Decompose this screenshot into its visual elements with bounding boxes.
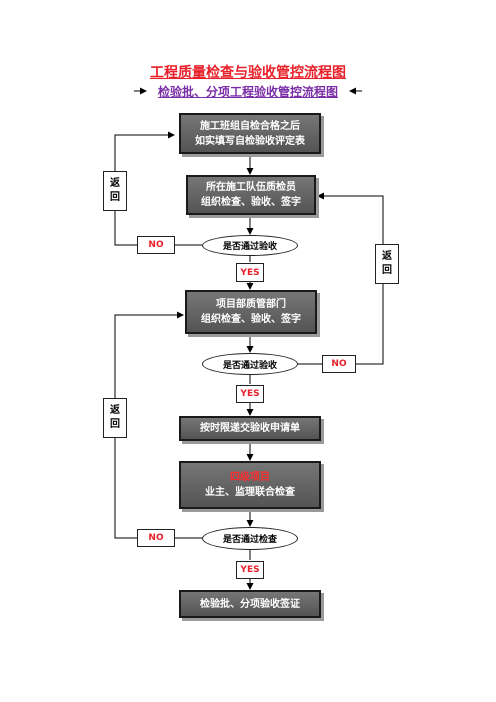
step-final-signoff: 检验批、分项验收签证: [179, 590, 321, 618]
step-joint-inspection-line2: 业主、监理联合检查: [205, 487, 295, 498]
step-joint-inspection: 四级项目 业主、监理联合检查: [179, 461, 321, 509]
no-label-2: NO: [322, 355, 356, 373]
return-label-3: 返 回: [103, 398, 127, 438]
no-label-1: NO: [137, 236, 175, 254]
step-final-signoff-line1: 检验批、分项验收签证: [200, 598, 300, 610]
return-label-3-bottom: 回: [110, 419, 120, 430]
page-title: 工程质量检查与验收管控流程图: [150, 65, 346, 81]
yes-label-2: YES: [236, 385, 264, 403]
return-label-1: 返 回: [103, 171, 127, 211]
return-label-1-top: 返: [110, 178, 120, 189]
step-joint-inspection-line1: 四级项目: [230, 472, 270, 483]
yes-label-1: YES: [236, 263, 264, 282]
step-self-inspection: 施工班组自检合格之后 如实填写自检验收评定表: [179, 113, 321, 154]
step-submit-application: 按时限递交验收申请单: [179, 416, 321, 441]
step-project-quality-dept: 项目部质管部门 组织检查、验收、签字: [185, 290, 317, 334]
step-team-inspector: 所在施工队伍质检员 组织检查、验收、签字: [186, 175, 316, 215]
no-label-3: NO: [137, 529, 175, 547]
return-label-2-bottom: 回: [382, 265, 392, 276]
step-project-quality-dept-line1: 项目部质管部门: [216, 299, 286, 310]
page-subtitle: 检验批、分项工程验收管控流程图: [157, 85, 338, 99]
return-label-2: 返 回: [375, 244, 399, 284]
step-team-inspector-line1: 所在施工队伍质检员: [206, 182, 296, 193]
step-submit-application-line1: 按时限递交验收申请单: [200, 423, 300, 434]
decision-pass-acceptance-1: 是否通过验收: [202, 235, 298, 256]
decision-pass-inspection: 是否通过检查: [202, 527, 298, 550]
return-label-2-top: 返: [382, 251, 392, 262]
decision-pass-acceptance-2: 是否通过验收: [202, 353, 298, 375]
yes-label-3: YES: [236, 561, 264, 579]
step-self-inspection-line1: 施工班组自检合格之后: [200, 120, 300, 132]
step-self-inspection-line2: 如实填写自检验收评定表: [195, 135, 305, 147]
return-label-3-top: 返: [110, 405, 120, 416]
step-project-quality-dept-line2: 组织检查、验收、签字: [201, 314, 301, 325]
step-team-inspector-line2: 组织检查、验收、签字: [201, 197, 301, 208]
return-label-1-bottom: 回: [110, 192, 120, 203]
